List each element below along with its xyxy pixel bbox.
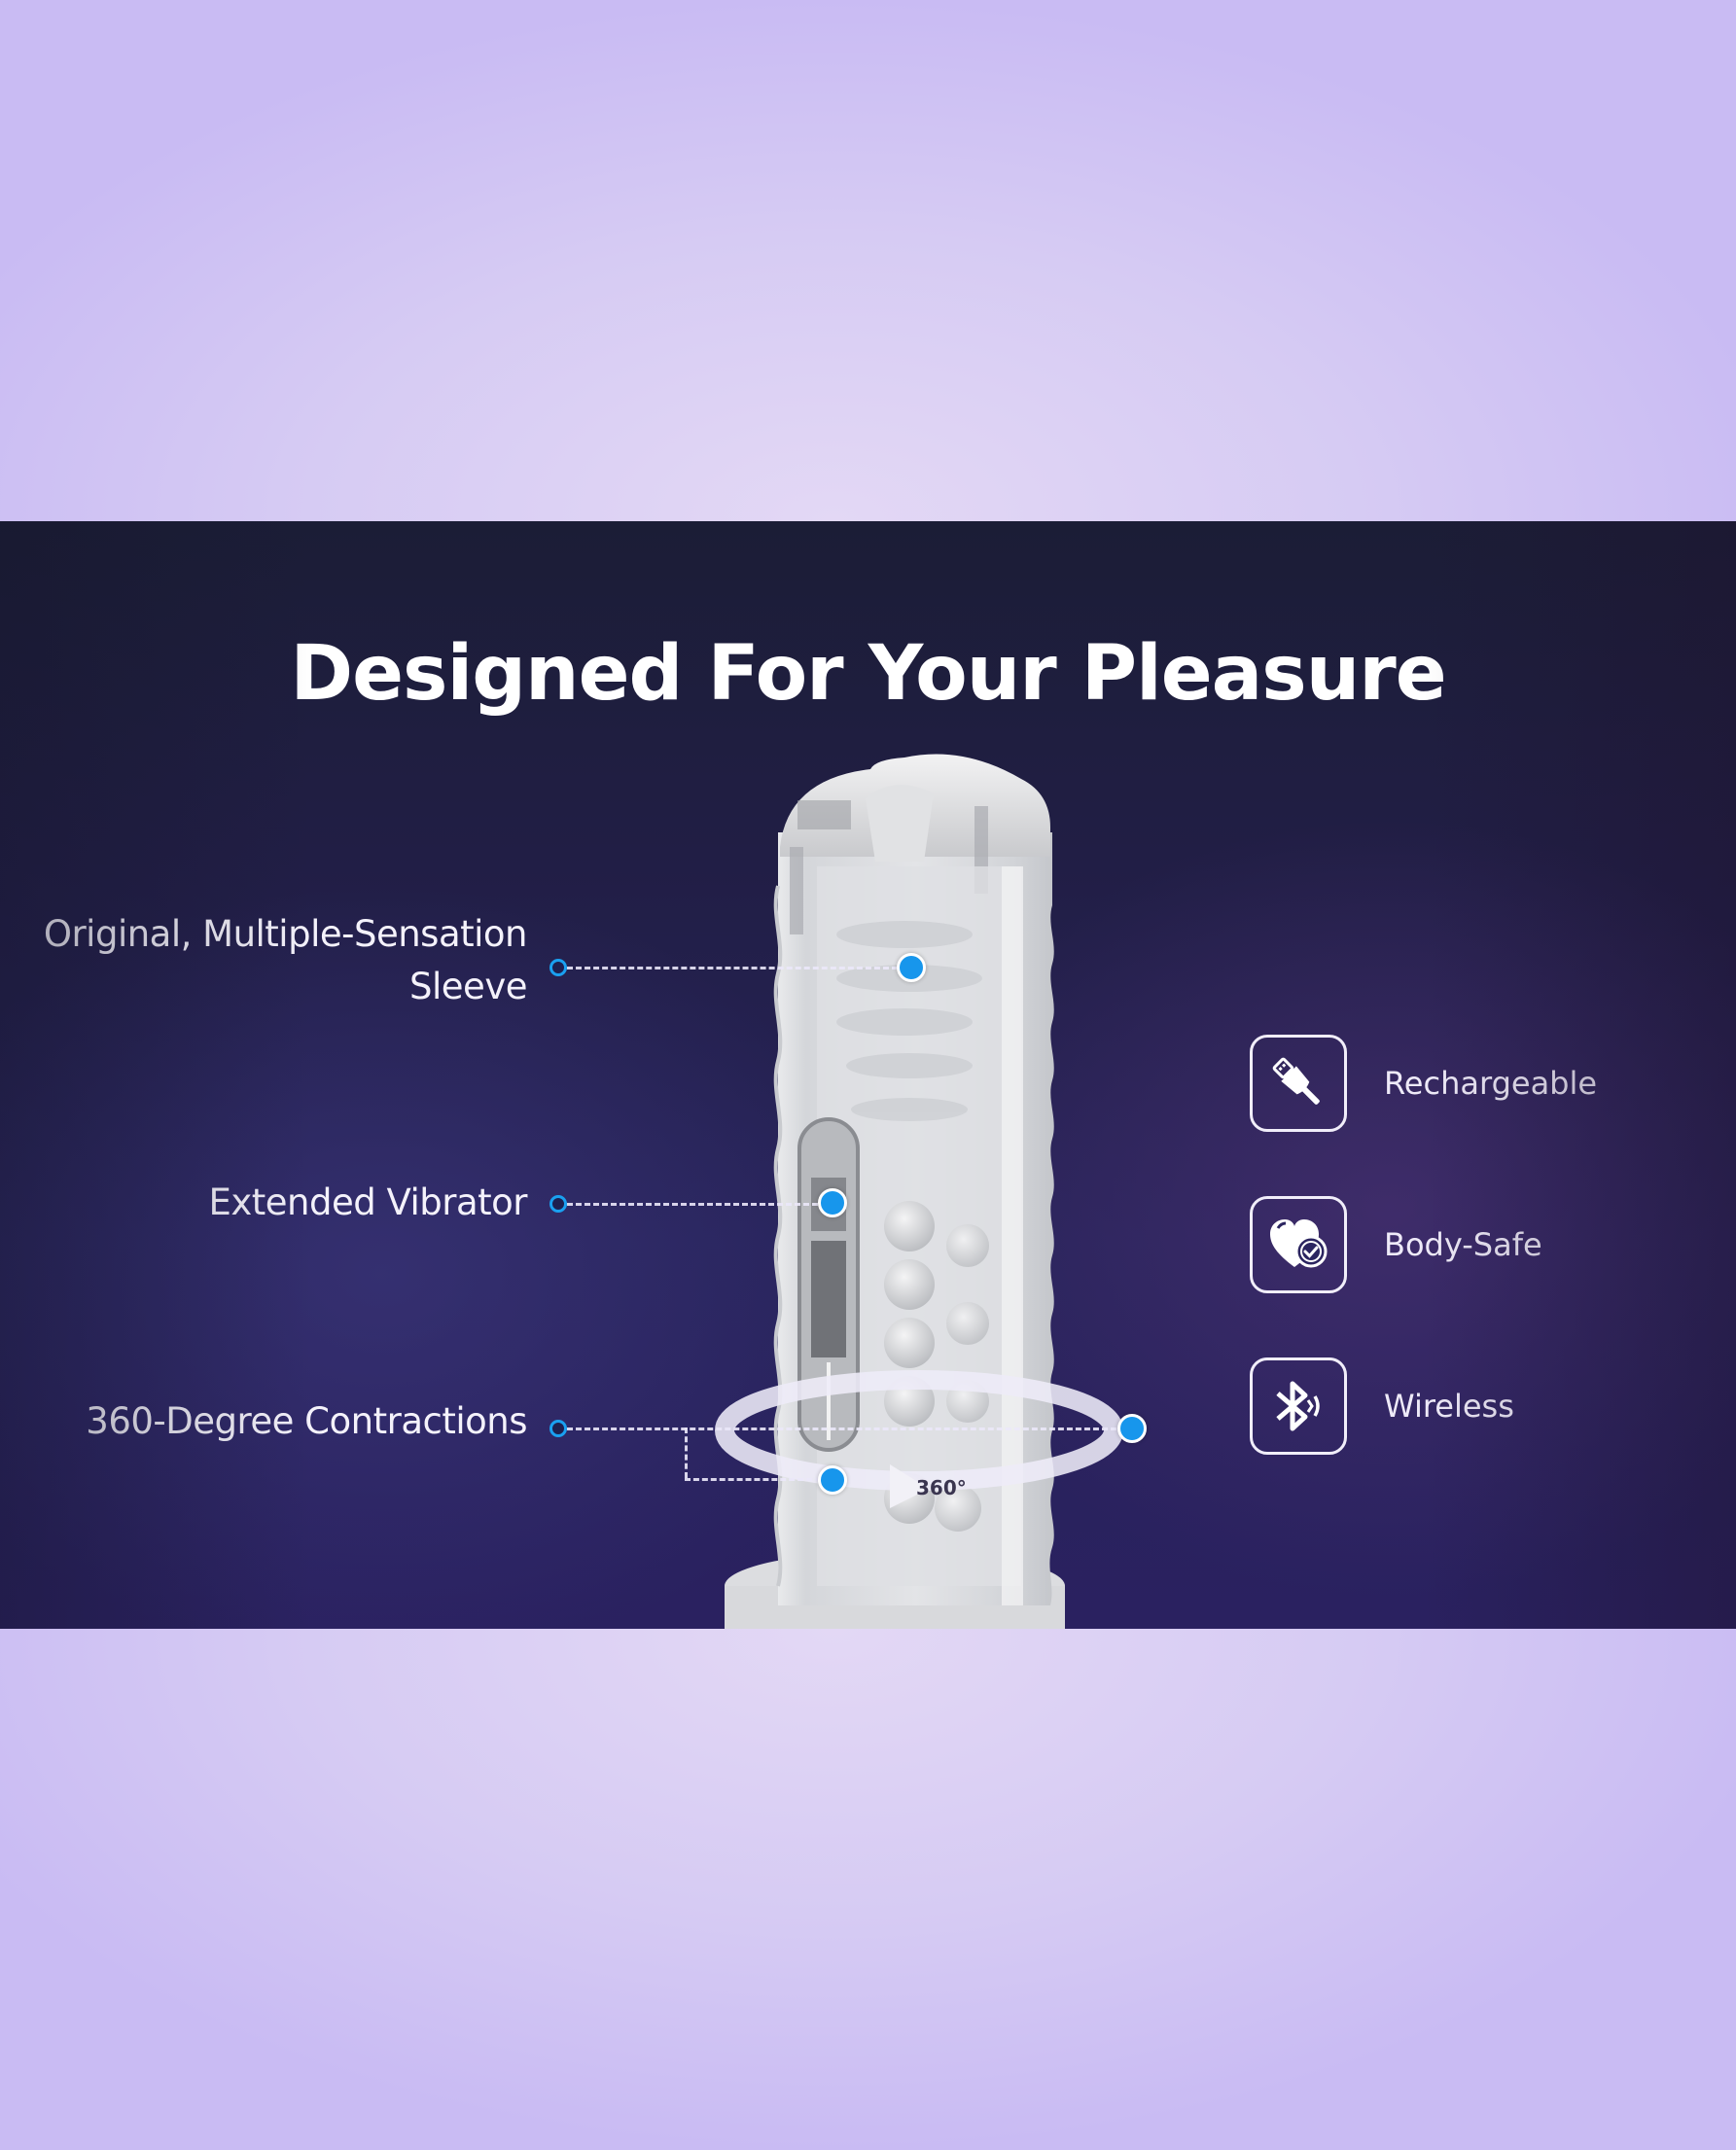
- feature-wireless: Wireless: [1250, 1357, 1514, 1455]
- top-padding: [0, 0, 1736, 521]
- callout-vibrator-connector: [567, 1203, 818, 1206]
- feature-rechargeable-label: Rechargeable: [1384, 1065, 1598, 1102]
- rotation-badge: 360°: [916, 1476, 967, 1499]
- product-cutaway-image: [715, 754, 1123, 1629]
- feature-body-safe-label: Body-Safe: [1384, 1226, 1542, 1263]
- bottom-padding: [0, 1629, 1736, 2150]
- feature-wireless-label: Wireless: [1384, 1388, 1514, 1425]
- callout-sleeve-hotspot[interactable]: [897, 953, 926, 982]
- callout-contractions-hotspot-front[interactable]: [818, 1465, 847, 1495]
- feature-rechargeable: Rechargeable: [1250, 1035, 1597, 1132]
- callout-sleeve-anchor-dot: [549, 959, 567, 976]
- callout-sleeve-line1: Original, Multiple-Sensation: [43, 913, 528, 955]
- feature-banner: Designed For Your Pleasure: [0, 521, 1736, 1629]
- callout-sleeve-line2: Sleeve: [409, 966, 527, 1007]
- callout-sleeve-connector: [567, 967, 898, 969]
- bluetooth-icon: [1250, 1357, 1347, 1455]
- heart-check-icon: [1250, 1196, 1347, 1293]
- callout-sleeve-label: Original, Multiple-Sensation Sleeve: [43, 908, 528, 1013]
- callout-contractions-connector-main: [567, 1427, 1116, 1430]
- callout-contractions-connector-branch: [685, 1478, 821, 1481]
- callout-vibrator-anchor-dot: [549, 1195, 567, 1213]
- banner-title: Designed For Your Pleasure: [290, 630, 1446, 719]
- callout-contractions-label: 360-Degree Contractions: [86, 1400, 527, 1442]
- usb-plug-icon: [1250, 1035, 1347, 1132]
- callout-contractions-anchor-dot: [549, 1420, 567, 1437]
- callout-vibrator-hotspot[interactable]: [818, 1188, 847, 1217]
- callout-vibrator-label: Extended Vibrator: [208, 1181, 528, 1223]
- feature-body-safe: Body-Safe: [1250, 1196, 1542, 1293]
- callout-contractions-connector-drop: [685, 1427, 688, 1478]
- callout-contractions-hotspot-side[interactable]: [1117, 1414, 1147, 1443]
